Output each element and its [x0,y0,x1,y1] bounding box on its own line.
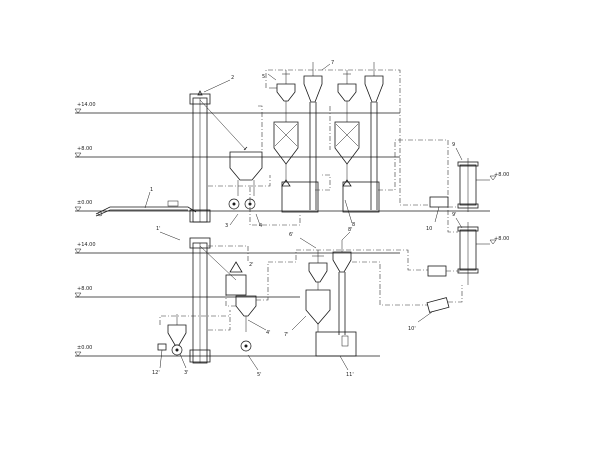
surge-hopper-3: 3 4 [225,146,263,229]
level-label-bottom-1: +14.00 [77,242,96,248]
label-2: 2 [231,75,234,81]
label-5p: 5' [257,372,262,378]
level-markers-bottom: +14.00 +8.00 ±0.00 [74,242,96,357]
label-1p: 1' [156,226,161,232]
label-10: 10 [426,226,432,232]
label-9: 9 [452,142,455,148]
separator-4p: 4' 5' [235,295,271,378]
level-lines-bottom [75,252,400,357]
hopper-2p: 2' [225,261,254,296]
cyclone-top-right [364,62,384,210]
label-12p: 12' [152,370,160,376]
label-3p: 3' [184,370,189,376]
piping-top [208,69,449,226]
label-7p: 7' [284,332,289,338]
label-9p: 9' [452,212,457,218]
label-6p: 6' [289,232,294,238]
cyclone-bin-8: 8 [334,70,380,228]
level-label-top-2: +8.00 [77,146,92,152]
label-2p: 2' [249,262,254,268]
fan-10: 10 [426,196,449,232]
label-8p: 8' [348,227,353,233]
label-11p: 11' [346,372,354,378]
fan-box-lower [427,200,460,277]
label-5: 5 [262,74,265,80]
label-1: 1 [150,187,153,193]
label-4p: 4' [266,330,271,336]
label-8: 8 [352,222,355,228]
label-10p: 10' [408,326,416,332]
label-3: 3 [225,223,228,229]
bucket-elevator-1p: 1' [156,226,237,364]
feeder-group-bottom-left: 12' 3' [152,314,189,376]
cyclone-7: 7 [303,60,334,210]
level-label-right-2: +8.00 [494,236,509,242]
cyclone-bin-5: 5 [262,70,319,213]
level-markers-top: +14.00 +8.00 ±0.00 [74,102,96,212]
bag-filter-9p: +8.00 9' [452,212,509,285]
fan-10p: 10' [408,285,463,332]
bag-filter-9: +8.00 9 [452,142,509,212]
level-label-right-1: +8.00 [494,172,509,178]
level-label-top-3: ±0.00 [77,200,92,206]
belt-conveyor-1: 1 [95,187,197,217]
label-4: 4 [259,223,262,229]
level-label-bottom-2: +8.00 [77,286,92,292]
bucket-elevator-2: 2 [189,75,247,223]
storage-bin-11p: 11' [315,331,357,378]
label-7: 7 [331,60,334,66]
cyclone-bin-7p: 7' 6' [284,232,331,338]
level-label-top-1: +14.00 [77,102,96,108]
cyclone-8p: 8' [332,227,353,335]
piping-bottom [159,245,428,331]
level-lines-top [75,112,490,212]
level-label-bottom-3: ±0.00 [77,345,92,351]
